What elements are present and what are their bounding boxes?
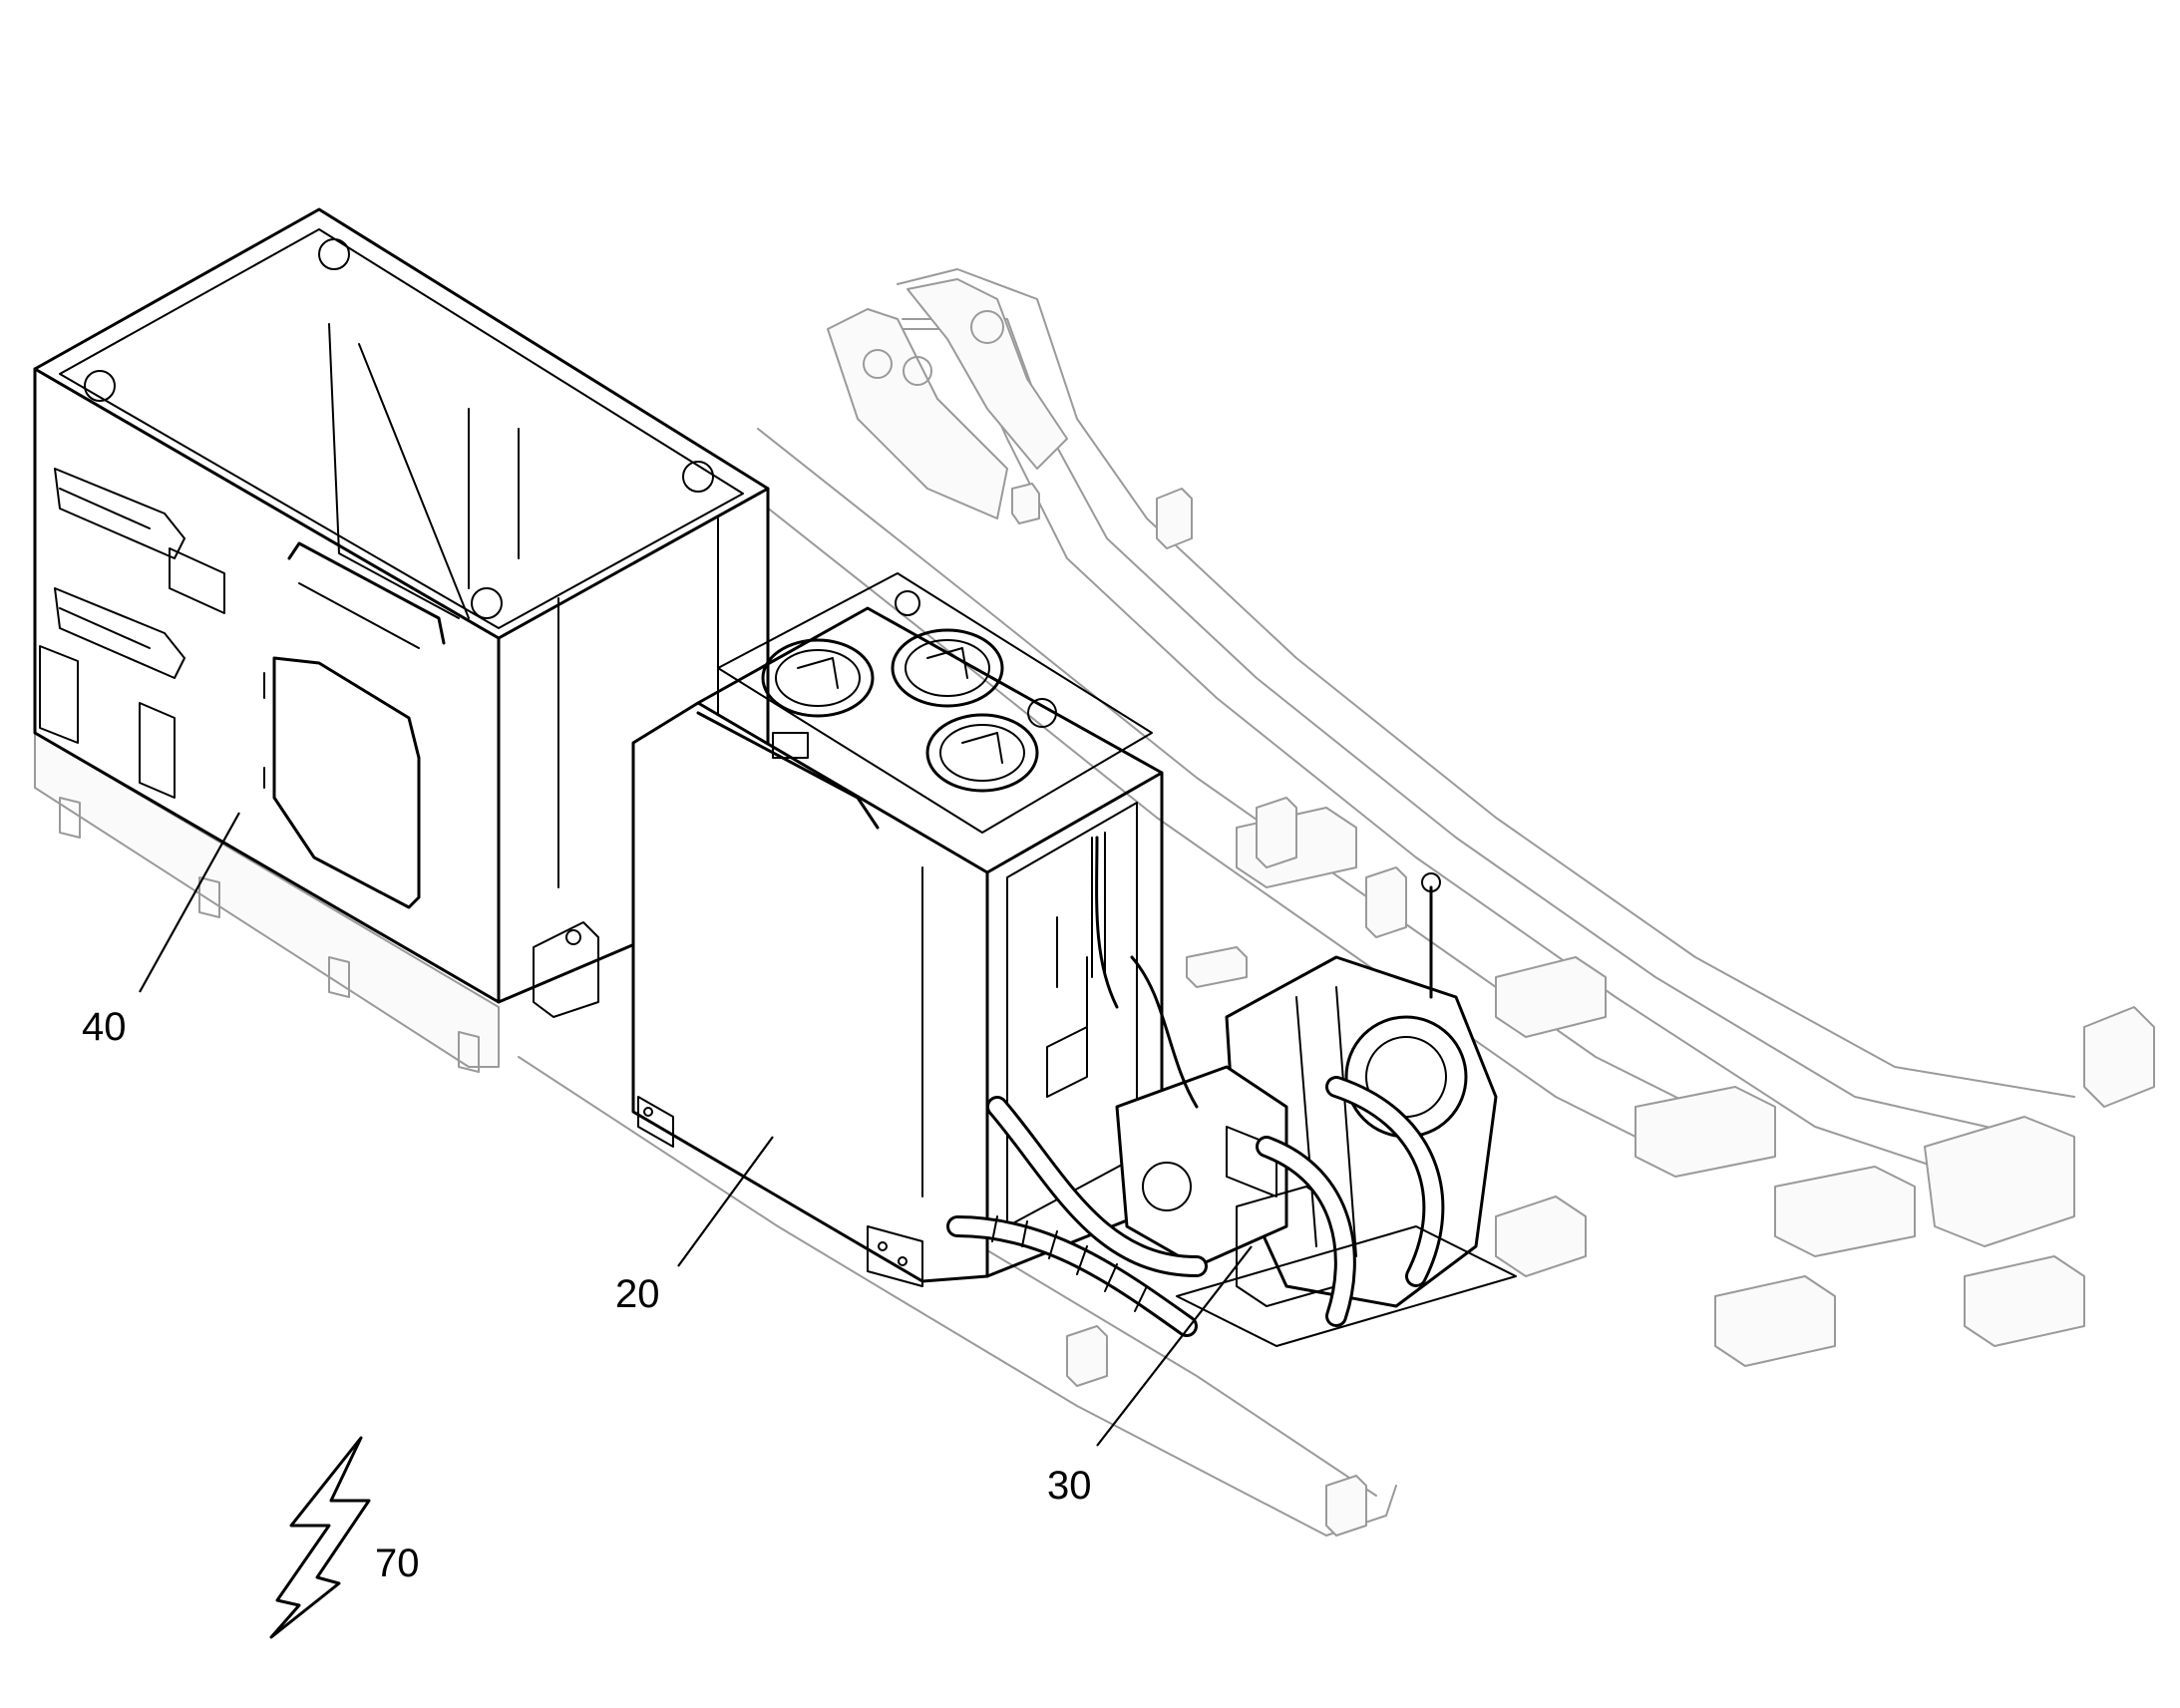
- leader-lines: [139, 812, 1253, 1447]
- reference-numeral-40: 40: [82, 1005, 127, 1049]
- reference-numeral-30: 30: [1047, 1464, 1092, 1508]
- leader-40: [139, 812, 240, 993]
- leader-20: [677, 1136, 774, 1267]
- lightning-bolt-arrow-icon: [269, 1436, 371, 1639]
- leader-30: [1096, 1245, 1253, 1447]
- cabinet-40: [33, 207, 770, 1073]
- motor-pump-30: [946, 836, 1517, 1347]
- reference-numeral-20: 20: [615, 1272, 660, 1316]
- reference-numeral-70: 70: [375, 1541, 420, 1585]
- chassis-frame: [518, 268, 2155, 1537]
